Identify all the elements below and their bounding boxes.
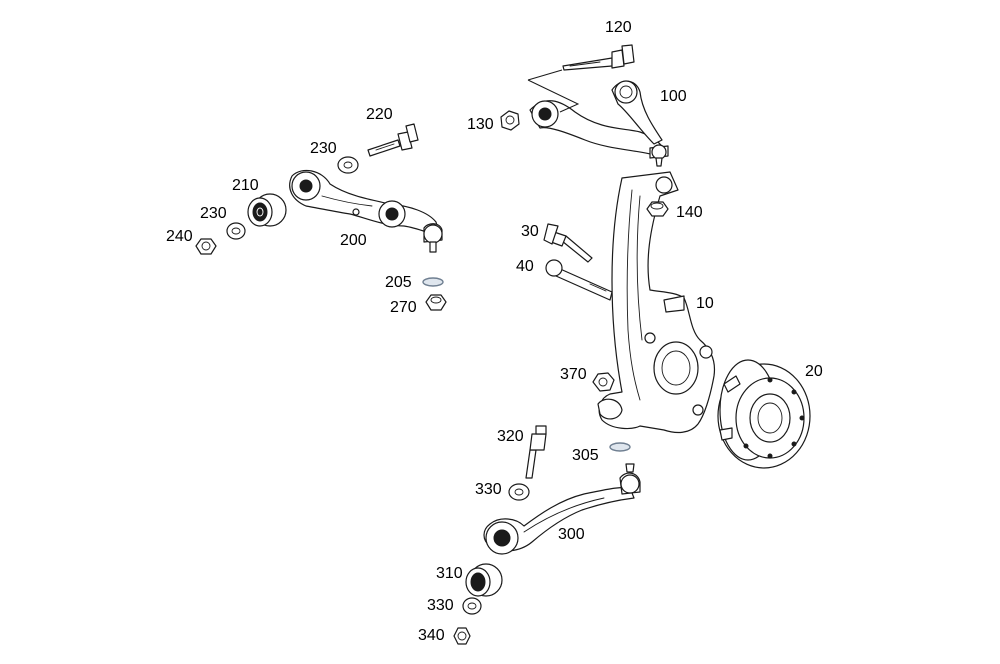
bolt-40[interactable] xyxy=(545,259,613,301)
label-40: 40 xyxy=(516,258,534,275)
nut-340[interactable] xyxy=(453,627,471,645)
washer-230-upper[interactable] xyxy=(337,156,359,174)
bolt-30[interactable] xyxy=(543,223,593,263)
label-10: 10 xyxy=(696,295,714,312)
label-200: 200 xyxy=(340,232,367,249)
nut-130[interactable] xyxy=(500,110,520,131)
label-310: 310 xyxy=(436,565,463,582)
bolt-120[interactable] xyxy=(562,44,635,71)
wheel-hub-20[interactable] xyxy=(717,359,811,469)
label-330-lower: 330 xyxy=(427,597,454,614)
label-20: 20 xyxy=(805,363,823,380)
nut-370[interactable] xyxy=(592,372,615,392)
bolt-120-guide-line xyxy=(527,69,580,113)
nut-270[interactable] xyxy=(425,294,447,311)
label-140: 140 xyxy=(676,204,703,221)
nut-140[interactable] xyxy=(646,201,669,217)
label-240: 240 xyxy=(166,228,193,245)
label-30: 30 xyxy=(521,223,539,240)
label-230-lower: 230 xyxy=(200,205,227,222)
label-305: 305 xyxy=(572,447,599,464)
label-220: 220 xyxy=(366,106,393,123)
washer-305[interactable] xyxy=(609,442,631,452)
label-100: 100 xyxy=(660,88,687,105)
label-120: 120 xyxy=(605,19,632,36)
washer-330-lower[interactable] xyxy=(462,597,482,615)
label-205: 205 xyxy=(385,274,412,291)
label-330-upper: 330 xyxy=(475,481,502,498)
label-270: 270 xyxy=(390,299,417,316)
bushing-210[interactable] xyxy=(247,193,287,227)
label-340: 340 xyxy=(418,627,445,644)
upper-control-arm-100[interactable] xyxy=(529,80,669,167)
bolt-320[interactable] xyxy=(525,425,547,479)
label-230-upper: 230 xyxy=(310,140,337,157)
label-210: 210 xyxy=(232,177,259,194)
washer-230-lower[interactable] xyxy=(226,222,246,240)
label-320: 320 xyxy=(497,428,524,445)
bolt-220[interactable] xyxy=(367,123,419,157)
label-300: 300 xyxy=(558,526,585,543)
bushing-310[interactable] xyxy=(465,563,503,597)
lower-control-arm-200[interactable] xyxy=(289,169,443,253)
nut-240[interactable] xyxy=(195,238,217,255)
washer-205[interactable] xyxy=(422,277,444,287)
label-370: 370 xyxy=(560,366,587,383)
lower-control-arm-300[interactable] xyxy=(483,463,641,555)
label-130: 130 xyxy=(467,116,494,133)
steering-knuckle-10[interactable] xyxy=(597,171,716,434)
washer-330-upper[interactable] xyxy=(508,483,530,501)
